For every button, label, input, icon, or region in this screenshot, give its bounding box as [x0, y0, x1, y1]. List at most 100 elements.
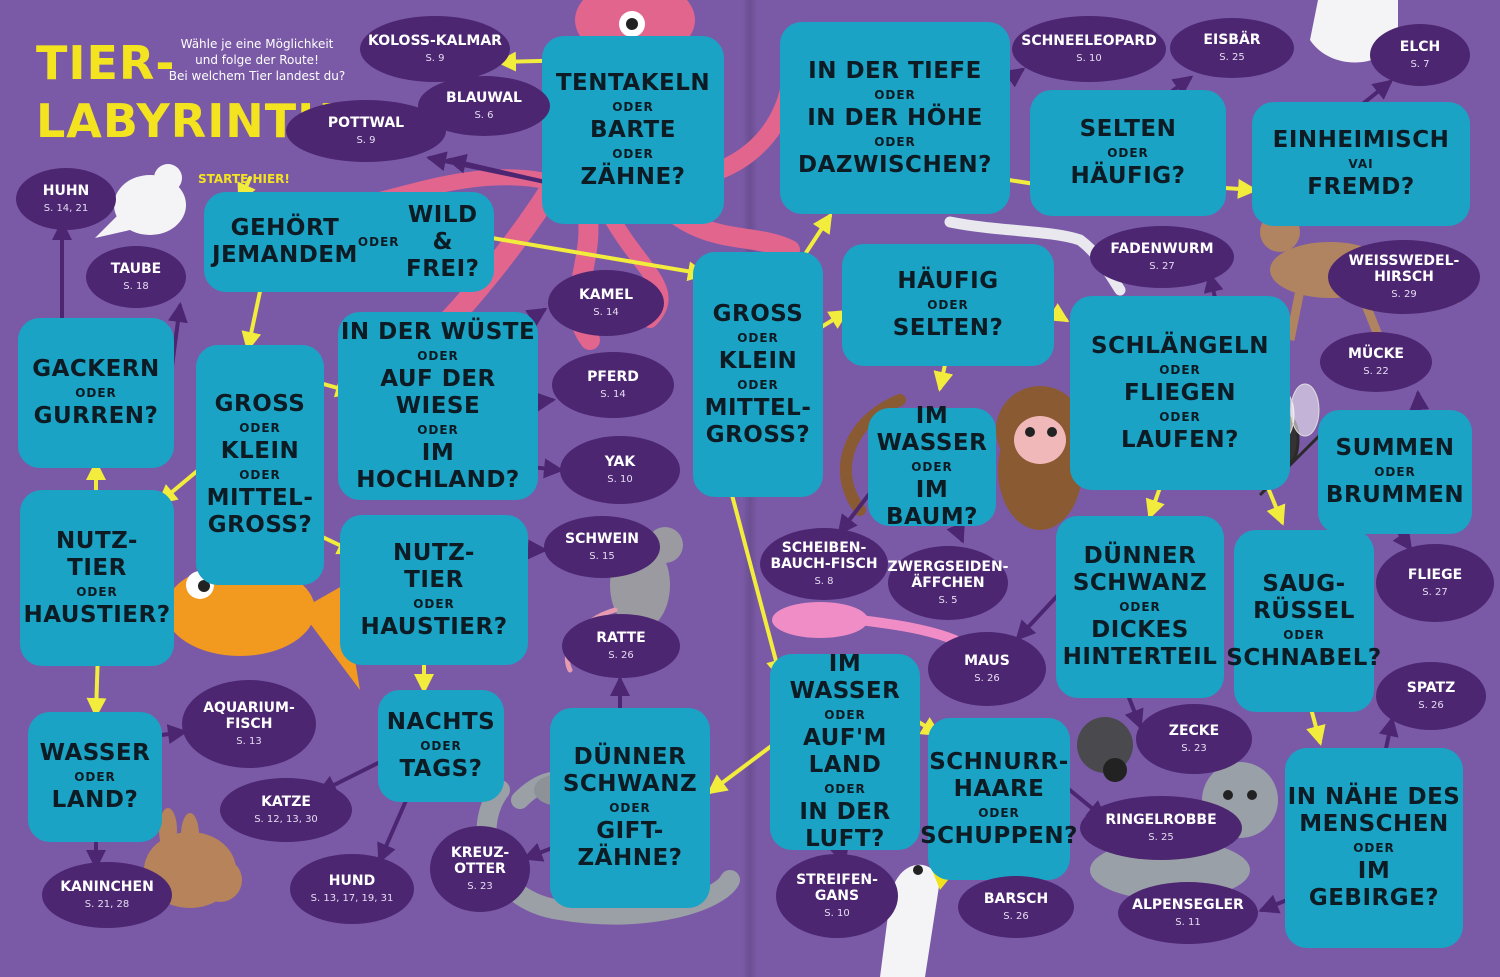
question-option: DAZWISCHEN? [798, 151, 992, 178]
arrow-q_nachts-to-hund [377, 794, 410, 864]
animal-result-spatz[interactable]: SPATZ S. 26 [1376, 662, 1486, 730]
question-option: GEHÖRT JEMANDEM [212, 215, 358, 268]
animal-page-ref: S. 14 [593, 306, 619, 318]
question-option: SUMMEN [1335, 435, 1455, 461]
question-option: IM WASSER [876, 403, 988, 456]
question-separator: ODER [609, 801, 651, 815]
question-option: KLEIN [220, 438, 300, 464]
question-option: SCHNABEL? [1226, 644, 1382, 671]
animal-page-ref: S. 26 [1003, 910, 1029, 922]
question-option: FREMD? [1307, 174, 1415, 200]
title-line-2: LABYRINTH [36, 94, 337, 148]
question-option: MITTEL- GROSS? [206, 485, 314, 538]
animal-page-ref: S. 13, 17, 19, 31 [310, 892, 394, 904]
animal-result-ringelrobbe[interactable]: RINGELROBBE S. 25 [1080, 796, 1242, 860]
animal-name: SCHWEIN [564, 530, 639, 547]
question-option: GACKERN [32, 356, 160, 382]
arrow-q_wild-to-q_gross_mitte [490, 236, 708, 282]
intro-line-3: Bei welchem Tier landest du? [168, 69, 346, 83]
question-option: SCHNURR- HAARE [929, 748, 1069, 802]
question-option: TENTAKELN [555, 69, 711, 96]
question-separator: ODER [1374, 465, 1416, 479]
question-separator: ODER [824, 708, 866, 722]
question-option: TAGS? [399, 756, 483, 782]
question-separator: ODER [239, 468, 281, 482]
animal-name: BLAUWAL [446, 89, 522, 106]
animal-page-ref: S. 26 [1418, 699, 1444, 711]
animal-name: AQUARIUM- FISCH [203, 699, 295, 732]
animal-page-ref: S. 25 [1219, 51, 1245, 63]
tick-icon [1077, 717, 1133, 782]
question-option: LAUFEN? [1121, 426, 1239, 453]
question-separator: ODER [824, 782, 866, 796]
question-option: IM HOCHLAND? [356, 439, 520, 493]
animal-page-ref: S. 26 [608, 649, 634, 661]
question-option: HAUSTIER? [360, 613, 508, 640]
animal-page-ref: S. 21, 28 [84, 898, 130, 910]
dove-icon [95, 164, 186, 238]
question-option: KLEIN [718, 347, 798, 374]
question-option: IN NÄHE DES MENSCHEN [1287, 784, 1461, 837]
animal-name: RINGELROBBE [1105, 811, 1217, 828]
question-option: NUTZ- TIER [393, 539, 475, 593]
animal-name: SPATZ [1406, 679, 1456, 696]
question-separator: ODER [74, 770, 116, 784]
question-option: FLIEGEN [1124, 379, 1236, 406]
question-option: GURREN? [33, 403, 159, 429]
question-option: SCHUPPEN? [920, 822, 1078, 849]
animal-page-ref: S. 25 [1148, 831, 1174, 843]
animal-page-ref: S. 23 [1181, 742, 1207, 754]
